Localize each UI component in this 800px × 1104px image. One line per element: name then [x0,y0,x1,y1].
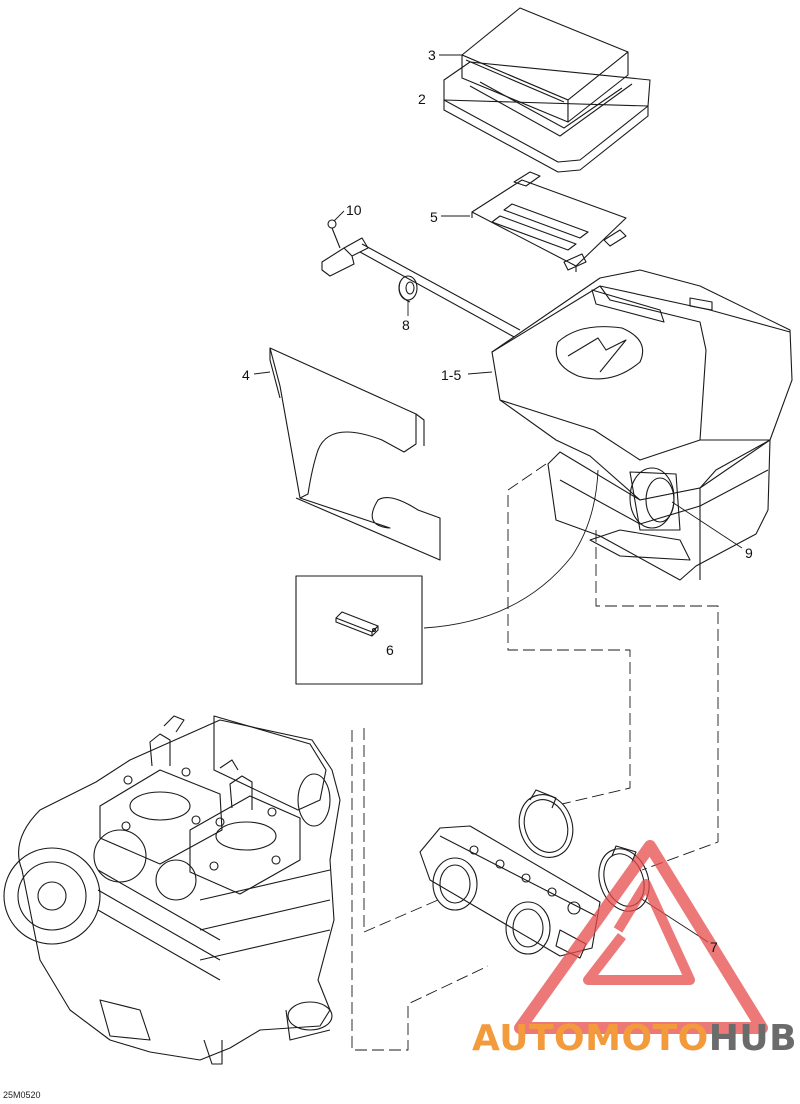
part-5-plate [471,171,627,272]
part-8-grommet [359,243,521,339]
part-10-clip [321,219,369,277]
throttle-body [419,825,601,959]
part-1-5-airbox [491,269,793,581]
callout-7: 7 [710,939,718,955]
callout-1-5: 1-5 [441,367,462,383]
watermark-text: AUTOMOTOHUB [472,1018,797,1059]
dashed-routing-lines [351,463,719,1051]
callout-3: 3 [428,47,436,63]
drawing-code: 25M0520 [3,1090,41,1100]
callout-10: 10 [346,202,362,218]
engine [3,715,341,1065]
callout-4: 4 [242,367,250,383]
callout-5: 5 [430,209,438,225]
callout-9: 9 [745,545,753,561]
callout-6: 6 [386,642,394,658]
watermark-logo-icon [514,840,768,1034]
callout-8: 8 [402,317,410,333]
watermark-text-secondary: HUB [708,1018,798,1059]
watermark-text-primary: AUTOMOTO [472,1018,709,1059]
part-6-inset [295,575,423,685]
callout-2: 2 [418,91,426,107]
part-7-clamps [518,789,650,912]
part-4-foam-panel [269,347,441,561]
part-2-filter-frame [443,61,651,173]
